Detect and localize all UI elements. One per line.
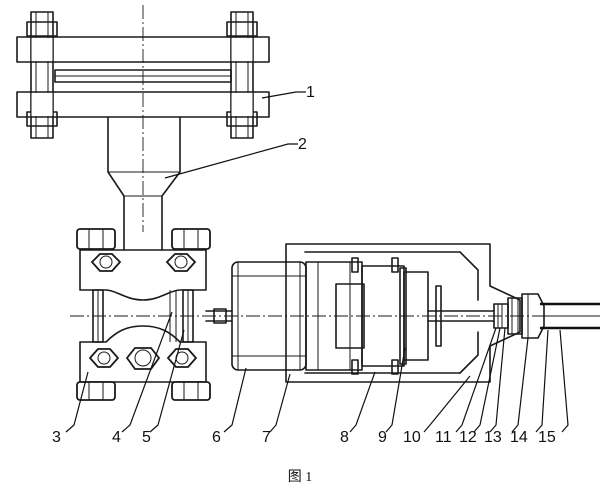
callout-15: 15 [538,429,556,446]
cable-gland [493,293,600,339]
pipe-flange-assembly [16,5,270,233]
callout-8: 8 [340,429,349,446]
callout-3: 3 [52,429,61,446]
leader-lines [65,91,569,433]
callout-4: 4 [112,429,121,446]
callout-12: 12 [459,429,477,446]
transmitter-body [205,243,521,383]
technical-drawing: 1 2 3 4 5 6 7 8 9 10 11 12 13 14 15 [16,5,600,446]
figure-caption: 图 1 [287,470,313,485]
callout-1: 1 [306,84,315,101]
callout-9: 9 [378,429,387,446]
callout-13: 13 [484,429,502,446]
callout-5: 5 [142,429,151,446]
callout-11: 11 [435,429,452,446]
callout-2: 2 [298,136,307,153]
callout-10: 10 [403,429,421,446]
callout-7: 7 [262,429,271,446]
callout-labels: 1 2 3 4 5 6 7 8 9 10 11 12 13 14 15 [52,84,556,446]
flange-manifold [76,228,211,401]
callout-14: 14 [510,429,528,446]
callout-6: 6 [212,429,221,446]
